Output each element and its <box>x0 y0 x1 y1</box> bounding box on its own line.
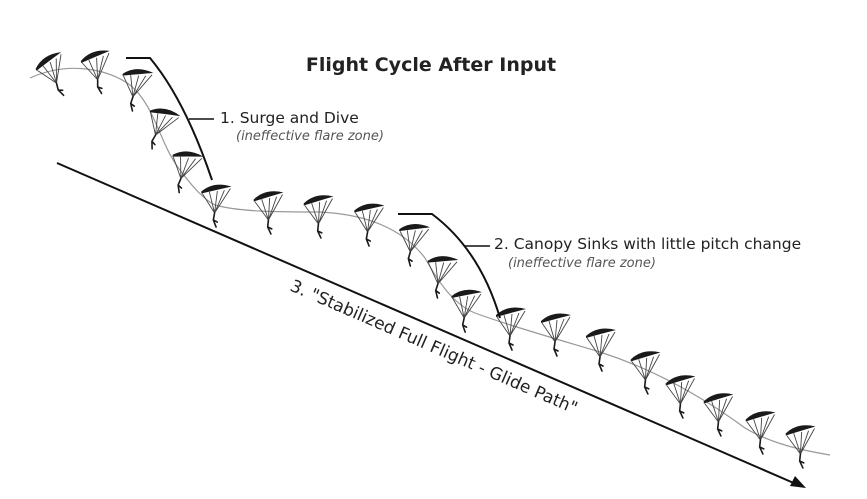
paraglider-icon <box>702 392 736 438</box>
paraglider-icon <box>136 102 182 155</box>
paraglider-icon <box>540 312 572 357</box>
paraglider-icon <box>664 374 698 420</box>
paraglider-icon <box>32 49 78 103</box>
paraglider-icon <box>448 287 483 334</box>
phase-2-bracket <box>398 213 501 319</box>
paraglider-icon <box>744 410 778 456</box>
glide-path-arrow <box>56 162 806 488</box>
paraglider-icon <box>393 220 431 269</box>
diagram-title: Flight Cycle After Input <box>306 54 556 76</box>
phase-1-bracket <box>126 57 213 181</box>
paraglider-icon <box>420 252 460 302</box>
phase-3-label: 3. "Stabilized Full Flight - Glide Path" <box>287 276 580 418</box>
phase-2-sublabel: (ineffective flare zone) <box>508 256 656 271</box>
paraglider-icon <box>199 183 233 229</box>
paraglider-icon <box>629 350 663 396</box>
paraglider-icon <box>115 65 155 115</box>
flight-path <box>29 67 831 456</box>
phase-1-label: 1. Surge and Dive <box>220 109 359 127</box>
paraglider-icon <box>302 194 336 240</box>
paraglider-icon <box>252 190 286 236</box>
paraglider-icon <box>79 48 117 97</box>
phase-2-label: 2. Canopy Sinks with little pitch change <box>494 235 801 253</box>
phase-1-sublabel: (ineffective flare zone) <box>236 129 384 144</box>
